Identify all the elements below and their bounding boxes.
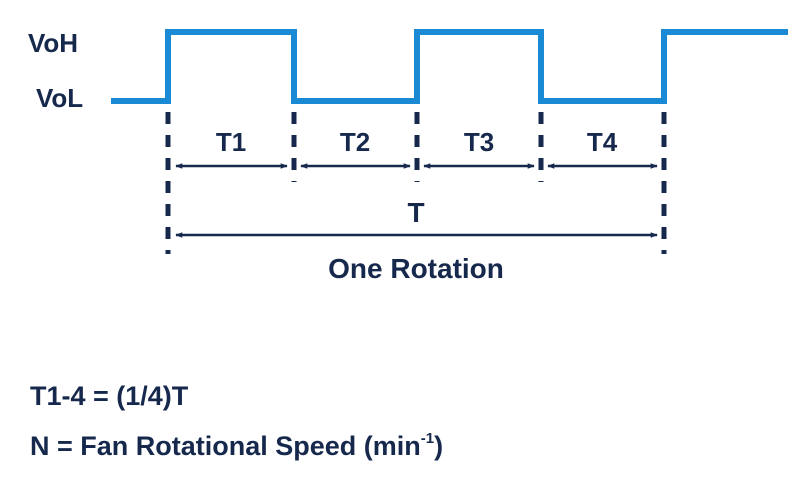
speed-suffix-text: ) <box>434 431 443 461</box>
rotation-caption: One Rotation <box>328 253 504 284</box>
tach-signal-waveform <box>111 29 788 104</box>
speed-definition-formula: N = Fan Rotational Speed (min-1) <box>30 430 443 461</box>
vol-label: VoL <box>36 83 83 113</box>
segment-label-t4: T4 <box>587 127 618 157</box>
speed-exponent-text: -1 <box>421 430 434 447</box>
segment-label-t3: T3 <box>464 127 494 157</box>
period-label: T <box>407 197 424 228</box>
segment-label-t1: T1 <box>216 127 246 157</box>
speed-prefix-text: N = Fan Rotational Speed (min <box>30 431 421 461</box>
segment-relation-formula: T1-4 = (1/4)T <box>30 381 189 411</box>
voh-label: VoH <box>28 28 78 58</box>
segment-label-t2: T2 <box>340 127 370 157</box>
